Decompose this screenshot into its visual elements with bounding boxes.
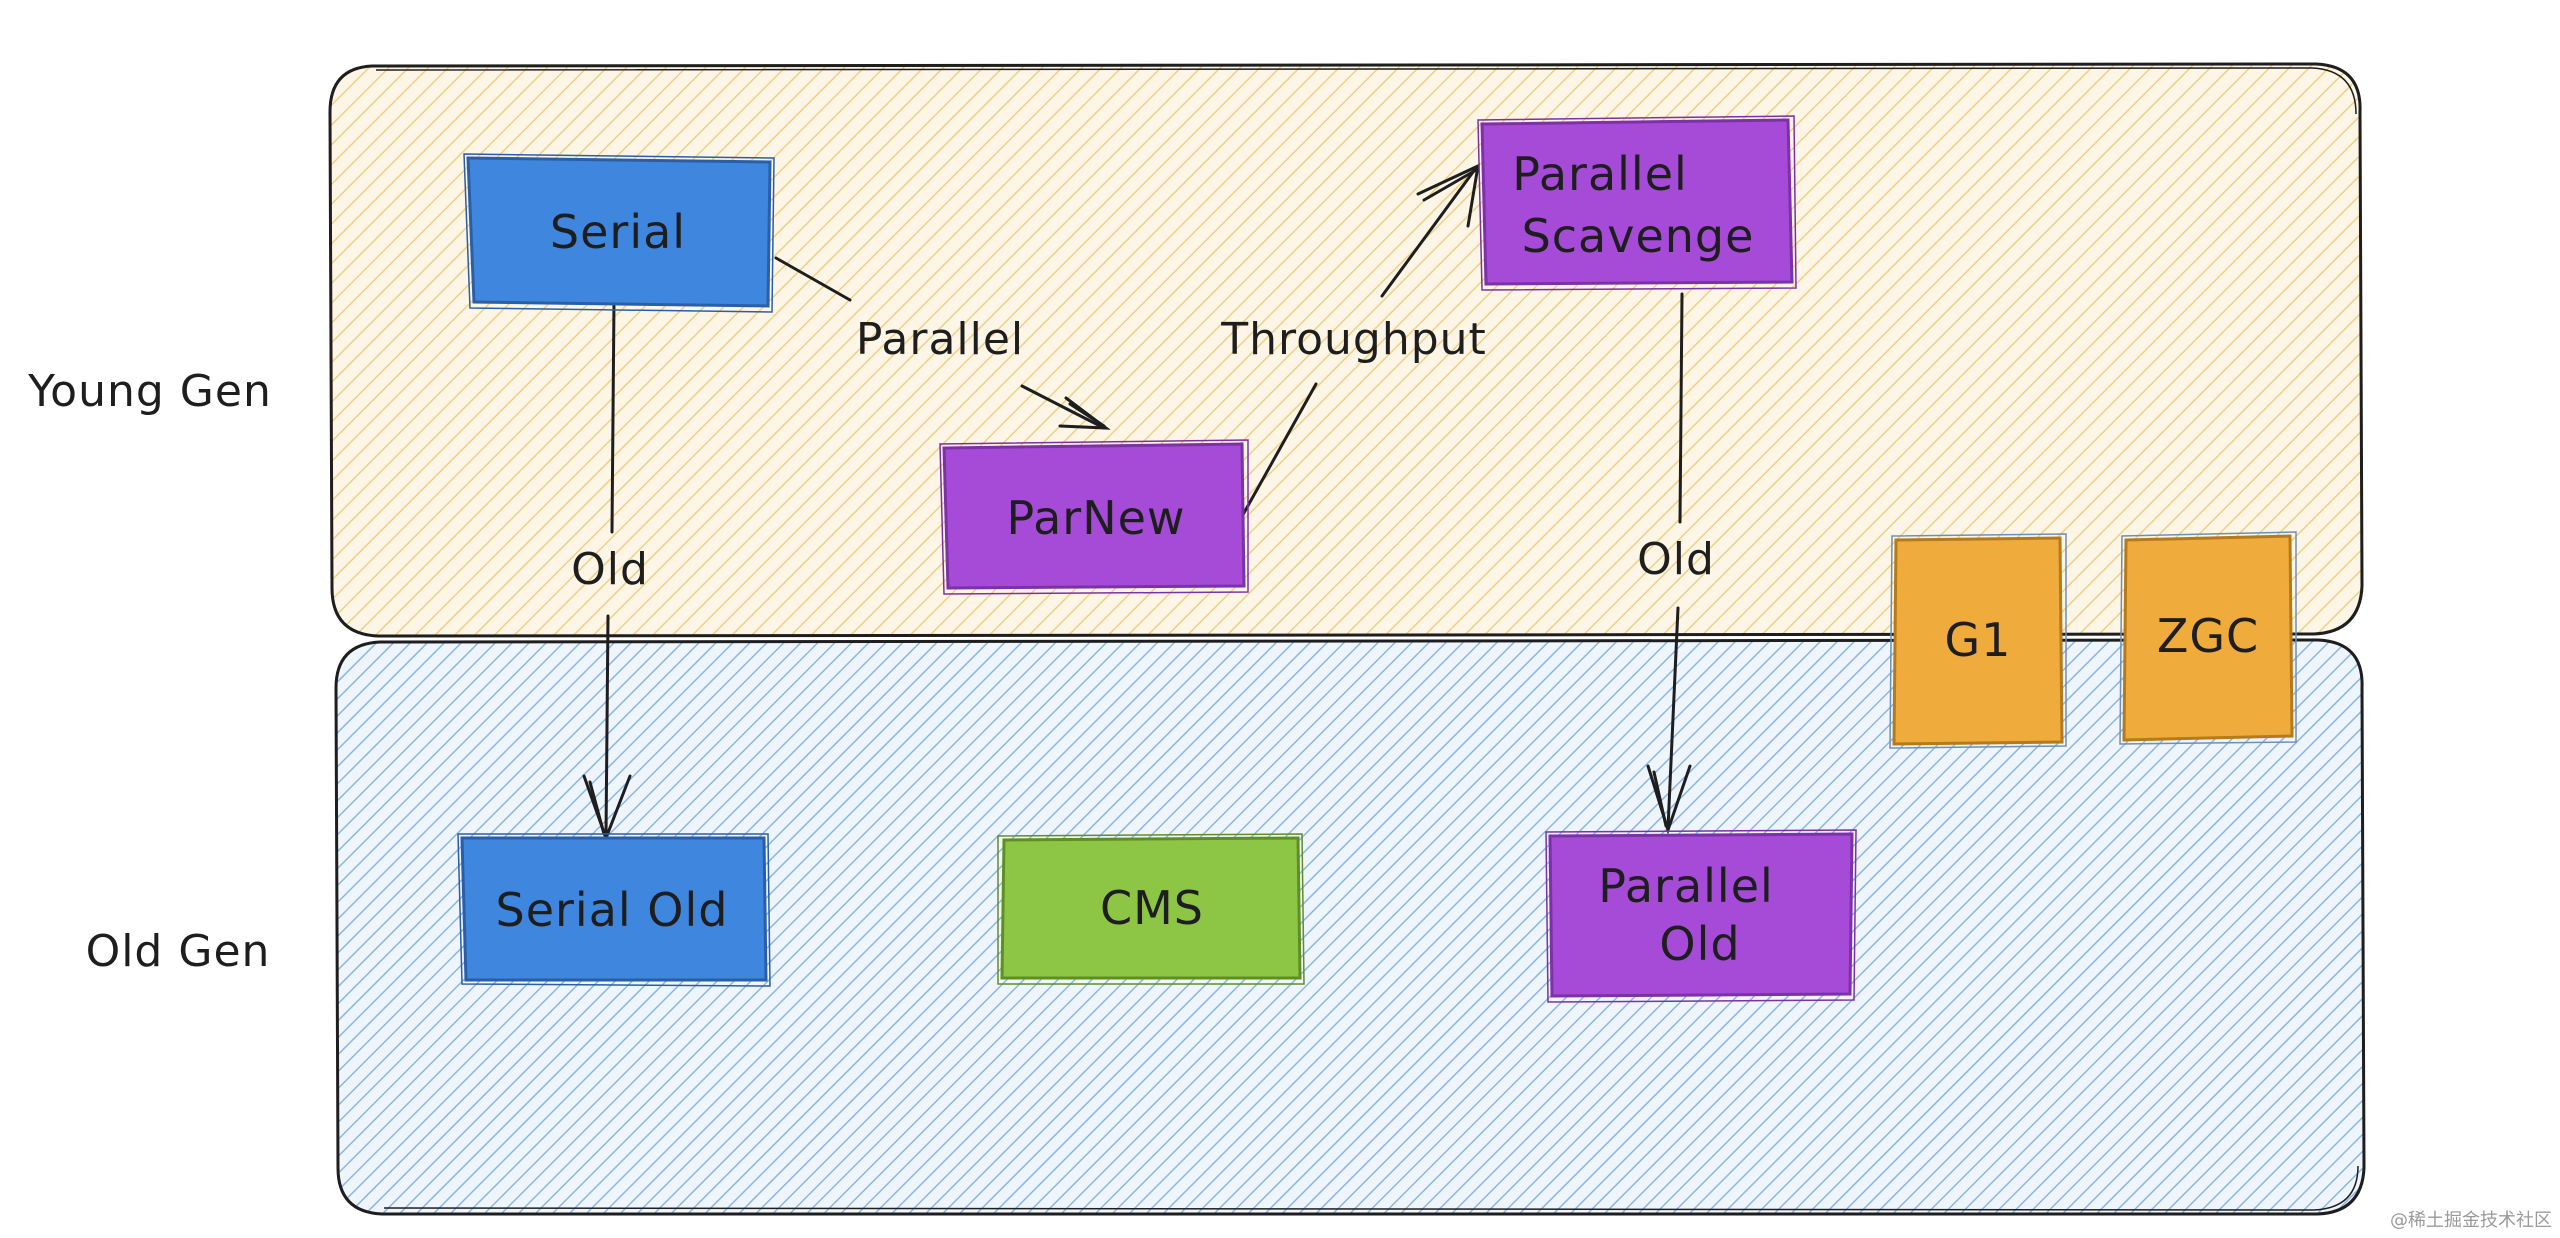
parnew-collector: ParNew: [939, 439, 1249, 595]
serial-collector: Serial: [463, 153, 775, 313]
old-gen-label: Old Gen: [86, 926, 271, 977]
edge-parnew-to-parallel-scavenge: [1238, 163, 1480, 522]
g1-collector: G1: [1889, 533, 2067, 749]
parallel-old-label-line1: Parallel: [1598, 859, 1774, 913]
edge-label-old-left: Old: [571, 544, 649, 595]
edge-serial-to-parnew: [774, 256, 1111, 430]
parallel-old-collector: Parallel Old: [1545, 829, 1857, 1003]
parallel-scavenge-label-line1: Parallel: [1512, 147, 1688, 201]
serial-old-collector: Serial Old: [457, 833, 771, 987]
parnew-label: ParNew: [1006, 491, 1185, 545]
serial-old-label: Serial Old: [496, 883, 729, 937]
parallel-old-label-line2: Old: [1659, 917, 1740, 971]
cms-label: CMS: [1100, 881, 1204, 935]
edge-label-parallel: Parallel: [856, 314, 1024, 365]
zgc-label: ZGC: [2157, 609, 2259, 663]
g1-label: G1: [1945, 613, 2012, 667]
watermark: @稀土掘金技术社区: [2390, 1210, 2552, 1231]
young-gen-label: Young Gen: [27, 366, 272, 417]
parallel-scavenge-collector: Parallel Scavenge: [1477, 115, 1797, 291]
serial-label: Serial: [550, 205, 686, 259]
edge-label-throughput: Throughput: [1220, 314, 1487, 365]
old-gen-region: [334, 638, 2366, 1216]
edge-parallel-scavenge-to-parallel-old: [1646, 292, 1692, 835]
parallel-scavenge-label-line2: Scavenge: [1522, 209, 1755, 263]
edge-label-old-right: Old: [1637, 534, 1715, 585]
young-gen-region: [328, 62, 2364, 638]
cms-collector: CMS: [997, 833, 1305, 985]
zgc-collector: ZGC: [2119, 531, 2297, 745]
